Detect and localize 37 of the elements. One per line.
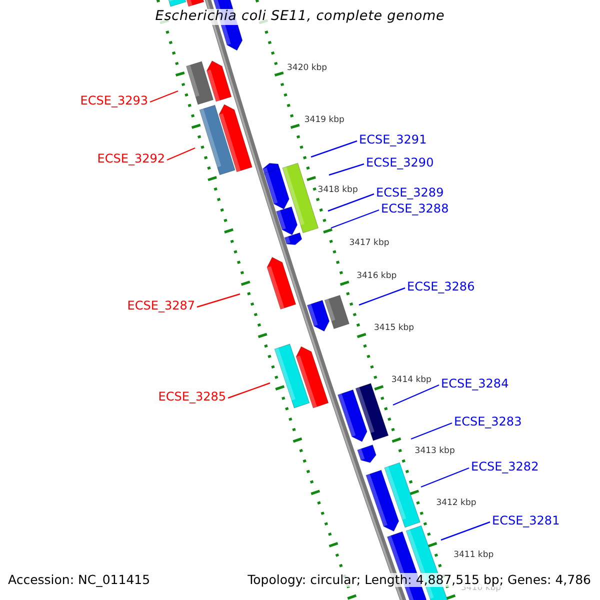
leader-line: [358, 287, 406, 306]
gene-label: ECSE_3283: [454, 415, 522, 430]
tick-label: 3413 kbp: [414, 447, 455, 457]
tick-label: 3420 kbp: [287, 64, 328, 74]
leader-line: [310, 140, 358, 158]
tick-label: 3416 kbp: [356, 272, 397, 282]
accession-text: Accession: NC_011415: [8, 573, 150, 588]
leader-line: [410, 422, 452, 440]
gene-label: ECSE_3287: [127, 299, 195, 314]
leader-line: [392, 384, 440, 406]
gene-label: ECSE_3293: [80, 94, 148, 108]
tick-label: 3419 kbp: [304, 116, 344, 126]
tick-label: 3411 kbp: [454, 551, 494, 561]
tick-label: 3417 kbp: [349, 239, 390, 249]
gene-label: ECSE_3286: [407, 280, 475, 294]
gene-label: ECSE_3281: [492, 514, 560, 528]
tick-label: 3414 kbp: [391, 376, 432, 386]
leader-line: [228, 382, 270, 399]
leader-line: [420, 467, 470, 488]
tick-label: 3415 kbp: [374, 324, 414, 334]
gene-label: ECSE_3292: [97, 152, 165, 166]
gene-label: ECSE_3289: [376, 186, 444, 200]
leader-line: [328, 163, 364, 176]
leader-line: [150, 90, 178, 103]
gene-label: ECSE_3290: [366, 156, 434, 170]
tick-label: 3412 kbp: [436, 499, 476, 509]
gene-label: ECSE_3291: [359, 133, 427, 148]
gene-label: ECSE_3285: [158, 390, 226, 404]
leader-line: [328, 193, 374, 212]
gene-label: ECSE_3282: [471, 460, 539, 474]
leader-line: [440, 521, 490, 541]
leader-line: [330, 209, 380, 229]
leader-line: [196, 293, 240, 308]
gene-label: ECSE_3288: [381, 202, 449, 216]
tick-label: 3418 kbp: [318, 186, 358, 196]
leader-line: [166, 147, 196, 161]
gene-label: ECSE_3284: [441, 377, 509, 392]
